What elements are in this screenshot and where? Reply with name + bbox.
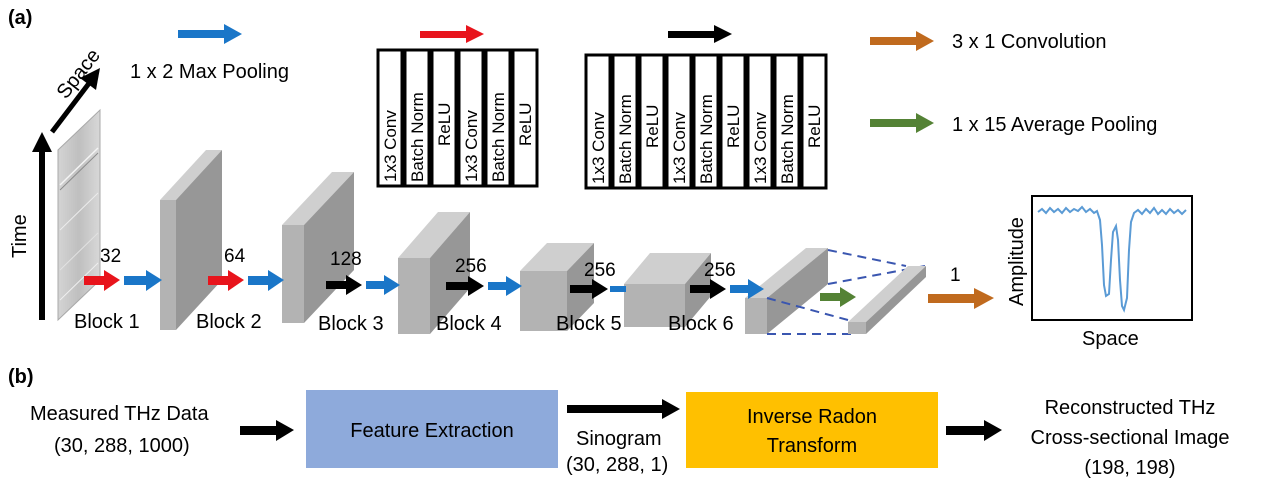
block-label-5: Block 5 [556, 313, 622, 335]
inverse-radon-line1: Inverse Radon [747, 406, 877, 428]
black-layer-6: ReLU [724, 105, 743, 148]
red-block-layers: 1x3 Conv Batch Norm ReLU 1x3 Conv Batch … [376, 48, 539, 188]
legend-max-pooling-arrow [178, 24, 242, 44]
output-shape: (198, 198) [1084, 457, 1175, 479]
legend-convolution-label: 3 x 1 Convolution [952, 31, 1107, 53]
red-layer-2: Batch Norm [408, 92, 427, 182]
black-block-layers: 1x3 Conv Batch Norm ReLU 1x3 Conv Batch … [584, 53, 828, 190]
feature-map-2 [282, 172, 354, 323]
input-data-sheet [57, 108, 101, 322]
block-label-6: Block 6 [668, 313, 734, 335]
inverse-radon-box [686, 392, 938, 468]
output-channel-label: 1 [950, 265, 961, 286]
channel-label-2: 64 [224, 246, 246, 267]
block-3-arrows [326, 275, 400, 295]
output-line2: Cross-sectional Image [1031, 427, 1230, 449]
feature-extraction-box [306, 390, 558, 468]
feature-map-6 [745, 248, 828, 334]
feature-map-1 [160, 150, 222, 330]
black-layer-2: Batch Norm [616, 94, 635, 184]
black-layer-4: 1x3 Conv [670, 112, 689, 184]
feature-map-5 [624, 253, 711, 327]
block-label-4: Block 4 [436, 313, 502, 335]
feature-map-3 [398, 212, 470, 334]
black-layer-8: Batch Norm [778, 94, 797, 184]
amplitude-plot [1031, 195, 1193, 321]
output-line1: Reconstructed THz [1045, 397, 1216, 419]
space-axis-arrow [50, 68, 100, 134]
sinogram-shape: (30, 288, 1) [566, 454, 668, 476]
input-shape: (30, 288, 1000) [54, 435, 190, 457]
black-layer-1: 1x3 Conv [589, 112, 608, 184]
channel-label-5: 256 [584, 260, 616, 281]
channel-label-3: 128 [330, 249, 362, 270]
block-5-arrows [570, 279, 626, 299]
channel-label-4: 256 [455, 256, 487, 277]
block-label-1: Block 1 [74, 311, 140, 333]
black-layer-5: Batch Norm [697, 94, 716, 184]
legend-max-pooling-label: 1 x 2 Max Pooling [130, 61, 289, 83]
red-layer-5: Batch Norm [489, 92, 508, 182]
panel-b-label: (b) [8, 366, 34, 388]
block-label-3: Block 3 [318, 313, 384, 335]
inverse-radon-line2: Transform [767, 435, 857, 457]
block-1-arrows [84, 270, 162, 291]
arrow-input-to-feature [240, 420, 294, 441]
block-4-arrows [446, 276, 522, 296]
block-6-arrows [690, 279, 764, 299]
legend-black-block-arrow [668, 25, 732, 43]
feature-extraction-label: Feature Extraction [350, 420, 513, 442]
red-layer-3: ReLU [435, 103, 454, 146]
channel-label-1: 32 [100, 246, 121, 267]
average-pooling-arrow [820, 287, 856, 307]
plot-xlabel: Space [1082, 328, 1139, 350]
plot-ylabel: Amplitude [1006, 217, 1028, 306]
arrow-radon-to-output [946, 420, 1002, 441]
block-label-2: Block 2 [196, 311, 262, 333]
panel-a-label: (a) [8, 7, 32, 29]
block-2-arrows [208, 270, 284, 291]
legend-convolution-arrow [870, 31, 934, 51]
sinogram-title: Sinogram [576, 428, 662, 450]
red-layer-6: ReLU [516, 103, 535, 146]
red-layer-1: 1x3 Conv [381, 110, 400, 182]
red-layer-4: 1x3 Conv [462, 110, 481, 182]
black-layer-9: ReLU [805, 105, 824, 148]
black-layer-7: 1x3 Conv [751, 112, 770, 184]
time-axis-label: Time [9, 214, 31, 258]
legend-average-pooling-label: 1 x 15 Average Pooling [952, 114, 1157, 136]
legend-red-block-arrow [420, 25, 484, 43]
channel-label-6: 256 [704, 260, 736, 281]
black-layer-3: ReLU [643, 105, 662, 148]
arrow-feature-to-radon [567, 399, 680, 419]
legend-average-pooling-arrow [870, 113, 934, 133]
input-title: Measured THz Data [30, 403, 209, 425]
convolution-output-arrow [928, 288, 994, 309]
time-axis-arrow [32, 132, 52, 320]
pooled-output-bar [848, 266, 926, 334]
